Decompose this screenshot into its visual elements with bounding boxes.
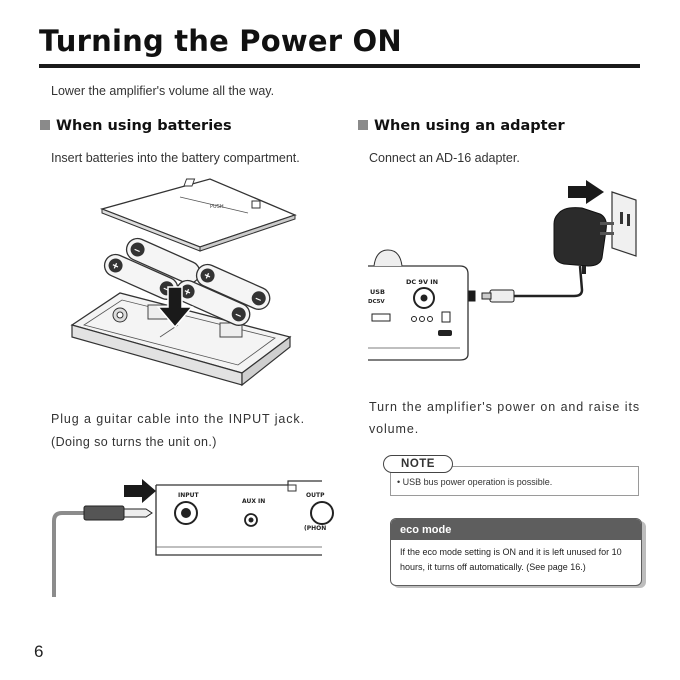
phones-label: (PHON — [304, 525, 326, 532]
usb-label: USB — [370, 288, 385, 296]
battery-3: + – — [195, 263, 271, 310]
usb-voltage-label: DC5V — [368, 299, 385, 305]
input-jack-diagram: INPUT AUX IN OUTP (PHON — [52, 479, 334, 597]
input-text-line2: (Doing so turns the unit on.) — [51, 435, 217, 449]
title-rule — [39, 64, 640, 68]
power-switch — [438, 330, 452, 336]
eco-mode-text: If the eco mode setting is ON and it is … — [400, 547, 622, 572]
plug-right-arrow — [124, 479, 156, 503]
cover-push-label: PUSH — [210, 204, 224, 210]
batteries-text: Insert batteries into the battery compar… — [51, 151, 300, 165]
amp-top-panel — [368, 265, 469, 361]
heading-square-icon — [358, 120, 368, 130]
svg-text:–: – — [161, 282, 171, 295]
page-number: 6 — [34, 642, 44, 661]
dc-jack-label: DC 9V IN — [406, 278, 438, 286]
note-tag: NOTE — [383, 455, 453, 473]
ac-adapter — [553, 207, 607, 267]
note-text: • USB bus power operation is possible. — [397, 477, 553, 487]
battery-cover — [99, 178, 297, 248]
insert-down-arrow — [156, 286, 194, 329]
dc-plug — [489, 289, 515, 303]
amp-panel — [155, 485, 322, 556]
eco-mode-box: eco mode If the eco mode setting is ON a… — [390, 518, 642, 586]
heading-square-icon — [40, 120, 50, 130]
batteries-heading: When using batteries — [40, 118, 232, 134]
input-text-line1: Plug a guitar cable into the INPUT jack. — [51, 412, 305, 426]
cable-plug — [83, 505, 125, 521]
page-title: Turning the Power ON — [39, 24, 402, 58]
intro-text: Lower the amplifier's volume all the way… — [51, 84, 275, 98]
guitar-cable — [52, 511, 86, 597]
adapter-heading: When using an adapter — [358, 118, 565, 134]
input-jack-label: INPUT — [178, 492, 200, 499]
adapter-diagram: DC 9V IN USB DC5V — [368, 180, 637, 361]
plug-in-arrow — [568, 180, 604, 204]
battery-2: + – — [103, 253, 179, 300]
svg-text:+: + — [110, 260, 121, 274]
aux-in-label: AUX IN — [242, 498, 265, 505]
svg-text:–: – — [253, 292, 263, 305]
svg-text:+: + — [182, 286, 193, 300]
eco-mode-title: eco mode — [391, 519, 641, 540]
battery-diagram: PUSH – + – + – + – — [70, 178, 297, 387]
battery-4: + – — [175, 279, 251, 326]
adapter-text: Connect an AD-16 adapter. — [369, 151, 520, 165]
wall-outlet — [611, 191, 637, 257]
output-label: OUTP — [306, 492, 325, 499]
adapter-cable — [512, 265, 584, 298]
power-text: Turn the amplifier's power on and raise … — [369, 400, 640, 436]
svg-text:+: + — [202, 270, 213, 284]
svg-text:–: – — [233, 308, 243, 321]
svg-text:–: – — [132, 244, 142, 257]
usb-port — [371, 313, 391, 322]
